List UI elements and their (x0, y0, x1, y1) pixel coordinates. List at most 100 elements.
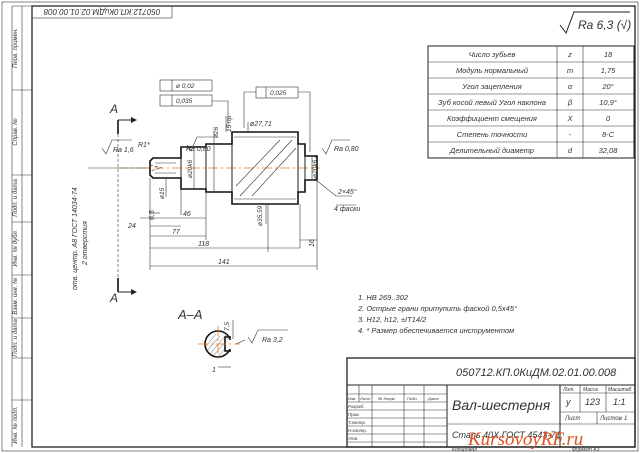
shaft-roughness: Ra 1,6 Ra 0,80 Ra 0,80 R1* (101, 136, 359, 155)
tech-note: 4. * Размер обеспечивается инструментом (358, 326, 514, 335)
center-hole-note-text: отв. центр. А8 ГОСТ 14034-74 (72, 187, 79, 290)
tb-utv: Утв. (348, 436, 358, 441)
tb-list: Лист (564, 416, 580, 422)
tech-note: 2. Острые грани притупить фаской 0,5х45° (357, 304, 517, 313)
dim-16: 16 (309, 239, 316, 247)
param-name: Зуб косой левый Угол наклона (438, 98, 546, 107)
param-symbol: z (567, 50, 572, 59)
param-name: Число зубьев (469, 50, 516, 59)
section-marks: А А (109, 102, 137, 305)
dim-46: 46 (183, 211, 191, 218)
dim-d20k6-right: ø20k6 (312, 160, 319, 178)
dim-141: 141 (218, 259, 230, 266)
param-value: 10,9° (599, 98, 617, 107)
param-value: 18 (604, 50, 613, 59)
tol-runout: ø 0,02 (176, 83, 195, 90)
tb-code: 050712.КП.0КиДМ.02.01.00.008 (456, 367, 617, 379)
ra-3-2: Ra 3,2 (262, 337, 283, 344)
param-symbol: X (566, 114, 573, 123)
param-value: 32,08 (599, 146, 619, 155)
tb-list-col: Лист (359, 396, 371, 401)
tb-podp: Подп. (407, 396, 418, 401)
param-name: Делительный диаметр (449, 146, 534, 155)
rotated-code-box (31, 5, 173, 19)
param-name: Коэффициент смещения (447, 114, 537, 123)
tb-prov: Пров. (348, 412, 360, 417)
side-label-vzam-inv: Взам. инв. № (12, 277, 19, 315)
tb-n-kontr: Н.контр. (348, 428, 367, 433)
watermark-text: KursovoyRF.ru (467, 429, 583, 450)
tb-name: Вал-шестерня (452, 397, 551, 413)
dim-d15: ø15 (159, 187, 166, 199)
tol-035: 0,035 (176, 98, 193, 105)
param-symbol: β (567, 98, 573, 107)
dim-d27-71: ø27,71 (250, 121, 272, 128)
roughness-corner-text: Ra 6,3 (√) (578, 18, 631, 32)
ra-0-8-left: Ra 0,80 (186, 146, 211, 153)
dim-15pr: 15 пр (226, 115, 233, 132)
tb-masshtab: Масштаб (608, 387, 632, 393)
section-aa: А–А 7,5 1 Ra 3,2 (177, 307, 288, 374)
tb-razrab: Разраб. (348, 404, 364, 409)
tb-izm: Изм (348, 396, 356, 401)
tb-t-kontr: Т.контр. (348, 420, 366, 425)
rotated-doc-code: 050712.КП.0КиДМ.02.01.00.008 (43, 7, 160, 16)
side-label-podp-data-2: Подп. и дата (13, 319, 19, 357)
tb-material: Сталь 40Х ГОСТ 4543-71 (452, 430, 560, 440)
ra-0-8-right: Ra 0,80 (334, 146, 359, 153)
tb-doc: № докум. (378, 396, 396, 401)
tech-note: 3. H12, h12, ±IT14/2 (358, 315, 427, 324)
tb-format: Формат А3 (572, 447, 600, 453)
tb-masshtab-val: 1:1 (613, 397, 626, 407)
two-holes-text: 2 отверстия (82, 221, 89, 266)
tb-massa-val: 123 (585, 397, 600, 407)
side-label-inv-dubl: Инв. № дубл. (12, 230, 19, 267)
drawing-frame (31, 5, 636, 448)
chamfer-callout: 2×45° 4 фаски (315, 179, 360, 213)
tb-listov: Листов (599, 416, 622, 422)
tb-lit: Лит. (562, 387, 575, 393)
dim-2x45: 2×45° (337, 188, 357, 196)
dim-4-faski: 4 фаски (334, 206, 360, 213)
dim-118: 118 (198, 241, 209, 248)
side-label-sprav: Справ. № (12, 118, 19, 146)
radius-r1: R1* (138, 142, 150, 149)
section-mark-a-bot: А (109, 291, 118, 305)
diameter-dims: ø20k6 ø26 15 пр ø27,71 ø35,59 ø20k6 ø15 (159, 115, 319, 226)
param-value: 0 (606, 114, 611, 123)
tb-massa: Масса (583, 387, 598, 393)
roughness-corner: Ra 6,3 (√) (559, 11, 631, 35)
watermark: KursovoyRF.ru (467, 429, 583, 450)
dim-d35-59: ø35,59 (257, 205, 264, 226)
tb-lit-val: у (565, 397, 571, 407)
sec-dim-7-5: 7,5 (224, 322, 231, 331)
tb-listov-val: 1 (624, 416, 627, 422)
side-stamp: Перв. примен. Справ. № Подп. и дата Инв.… (11, 5, 32, 447)
param-symbol: - (569, 130, 572, 139)
param-name: Модуль нормальный (456, 66, 529, 75)
dim-77: 77 (172, 229, 181, 236)
param-symbol: m (567, 66, 573, 75)
dim-d20k6-left: ø20k6 (187, 160, 194, 178)
tolerance-frames: ø 0,02 0,035 0,025 (159, 79, 311, 152)
tb-kopiroval: Копировал (452, 447, 477, 453)
center-hole-note: отв. центр. А8 ГОСТ 14034-74 2 отверстия (72, 167, 150, 290)
section-mark-a-top: А (109, 102, 118, 116)
side-label-podp-data-1: Подп. и дата (13, 179, 19, 217)
ra-1-6: Ra 1,6 (113, 147, 134, 154)
tol-025: 0,025 (270, 90, 287, 97)
length-dims: 6,5 24 46 77 118 141 16 (127, 178, 318, 270)
dim-24: 24 (127, 223, 136, 230)
tb-data: Дата (427, 396, 439, 401)
param-value: 20° (601, 82, 613, 91)
param-value: 1,75 (601, 66, 616, 75)
title-block: 050712.КП.0КиДМ.02.01.00.008 Вал-шестерн… (346, 357, 636, 453)
param-symbol: α (568, 82, 573, 91)
sec-dim-1: 1 (212, 367, 216, 374)
param-symbol: d (568, 146, 573, 155)
param-name: Степень точности (457, 130, 528, 139)
